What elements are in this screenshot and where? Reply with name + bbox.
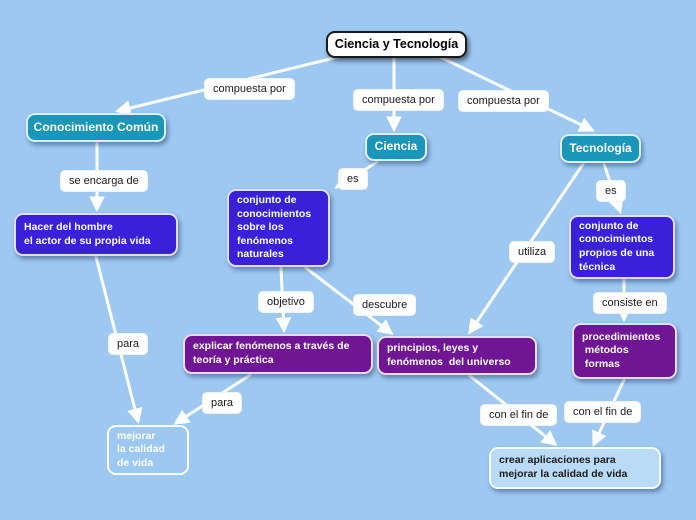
node-procedimientos-metodos-formas[interactable]: procedimientos métodos formas — [572, 323, 677, 379]
edge-label-con-el-fin-de-2[interactable]: con el fin de — [564, 401, 642, 424]
node-conocimiento-comun[interactable]: Conocimiento Común — [26, 113, 166, 142]
edge-label-objetivo[interactable]: objetivo — [258, 291, 314, 314]
edge-label-es-tecnologia[interactable]: es — [596, 180, 626, 203]
edge-label-para-1[interactable]: para — [108, 333, 149, 356]
edge-label-para-2[interactable]: para — [202, 392, 243, 415]
node-tecnologia[interactable]: Tecnología — [560, 134, 641, 163]
edge-label-descubre[interactable]: descubre — [353, 294, 417, 317]
node-conjunto-conocimientos-naturales[interactable]: conjunto de conocimientos sobre los fenó… — [227, 189, 330, 267]
node-explicar-fenomenos[interactable]: explicar fenómenos a través de teoría y … — [183, 334, 373, 374]
edge-label-utiliza[interactable]: utiliza — [509, 241, 556, 264]
edge-label-es-ciencia[interactable]: es — [338, 168, 368, 191]
node-hacer-del-hombre[interactable]: Hacer del hombre el actor de su propia v… — [14, 213, 178, 256]
edge-label-compuesta-por-3[interactable]: compuesta por — [458, 90, 549, 113]
node-mejorar-calidad-vida[interactable]: mejorar la calidad de vida — [107, 425, 189, 475]
node-principios-leyes[interactable]: principios, leyes y fenómenos del univer… — [377, 336, 537, 375]
node-ciencia[interactable]: Ciencia — [365, 133, 427, 161]
node-conjunto-conocimientos-tecnica[interactable]: conjunto de conocimientos propios de una… — [569, 215, 675, 279]
edge-naturales-principios — [304, 266, 394, 335]
edge-label-compuesta-por-1[interactable]: compuesta por — [204, 78, 295, 101]
edge-label-consiste-en[interactable]: consiste en — [593, 292, 667, 315]
node-ciencia-y-tecnologia[interactable]: Ciencia y Tecnología — [326, 31, 467, 58]
edge-label-se-encarga-de[interactable]: se encarga de — [60, 170, 148, 193]
edge-label-compuesta-por-2[interactable]: compuesta por — [353, 89, 444, 112]
node-crear-aplicaciones[interactable]: crear aplicaciones para mejorar la calid… — [489, 447, 661, 489]
edge-label-con-el-fin-de-1[interactable]: con el fin de — [480, 404, 558, 427]
